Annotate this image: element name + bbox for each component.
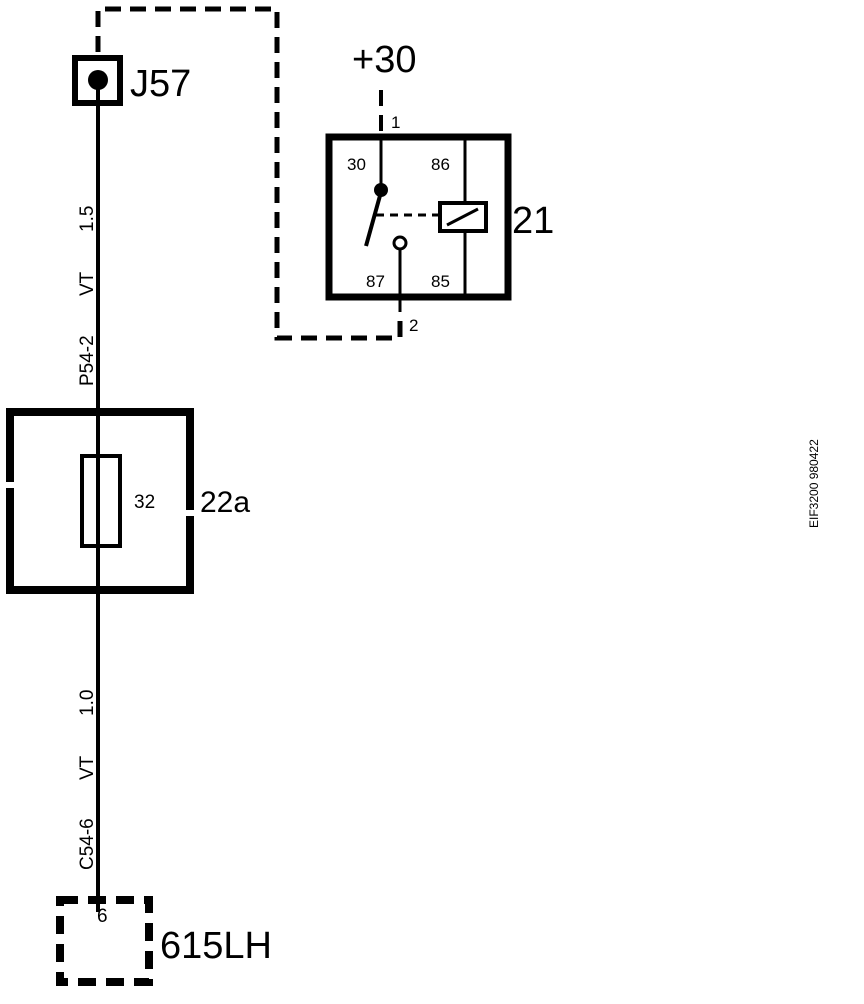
fuse-box-gap-right <box>184 510 196 516</box>
fuse-rating: 32 <box>134 492 155 513</box>
relay-contact-30-dot <box>374 183 388 197</box>
fuse-box-gap-left <box>4 482 16 488</box>
fuse-box-frame <box>6 408 194 594</box>
dashed-control-wire <box>95 6 403 341</box>
j57-label: J57 <box>130 63 191 105</box>
fuse-box-label: 22a <box>200 486 250 519</box>
relay-terminal-86: 86 <box>431 155 450 174</box>
connector-615lh-box <box>56 896 153 986</box>
j57-connector: J57 <box>72 55 191 106</box>
connector-615lh-pin: 6 <box>97 906 108 927</box>
lower-wire-color: VT <box>77 755 98 780</box>
j57-connector-box <box>72 55 123 106</box>
relay-pin-out: 2 <box>409 316 418 335</box>
relay-coil-diagonal <box>446 207 479 227</box>
relay-label: 21 <box>512 200 554 242</box>
fuse-box: 32 22a <box>4 408 250 594</box>
fuse-element <box>80 454 122 548</box>
relay-housing <box>325 133 512 301</box>
lower-wire-size: 1.0 <box>77 690 98 716</box>
lower-wire-ref: C54-6 <box>77 818 98 870</box>
relay-terminal-85: 85 <box>431 272 450 291</box>
upper-wire-color: VT <box>77 271 98 296</box>
upper-wire-ref: P54-2 <box>77 335 98 386</box>
relay-terminal-87: 87 <box>366 272 385 291</box>
j57-connector-dot <box>88 70 108 90</box>
relay-contact-87-ring <box>392 235 408 251</box>
supply-label: +30 <box>352 39 416 81</box>
connector-615lh: 6 615LH <box>56 896 272 986</box>
relay-terminal-30: 30 <box>347 155 366 174</box>
relay-pin-in: 1 <box>391 113 400 132</box>
figure-id: EIF3200 980422 <box>807 439 821 528</box>
relay: 30 86 87 85 21 <box>325 133 554 312</box>
relay-switch-blade <box>364 191 383 247</box>
upper-wire-size: 1.5 <box>77 206 98 232</box>
connector-615lh-label: 615LH <box>160 925 272 967</box>
